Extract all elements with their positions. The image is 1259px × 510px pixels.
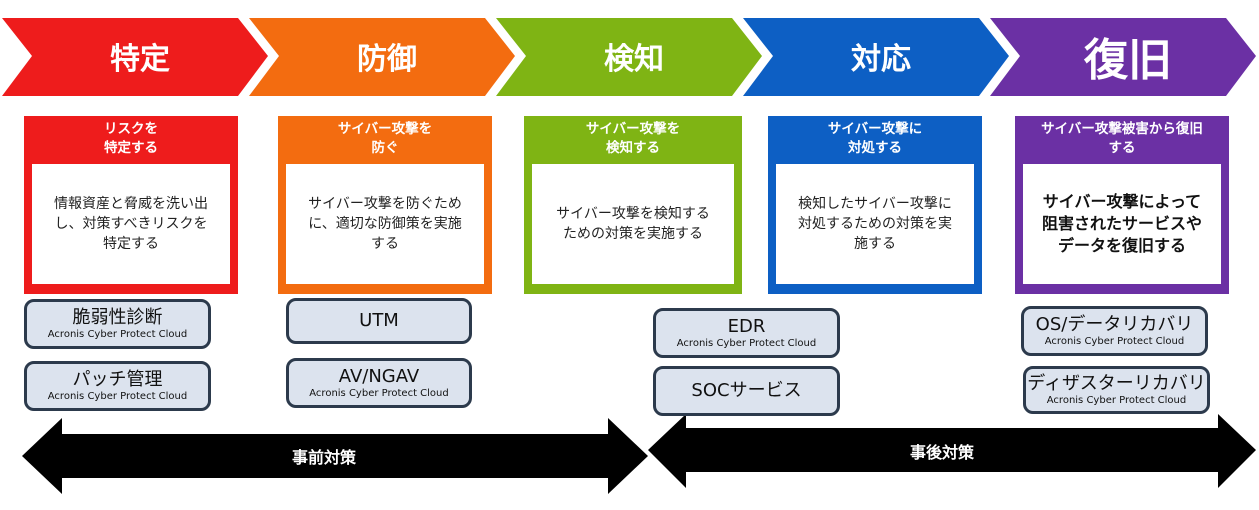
solution-os-data-recovery: OS/データリカバリ Acronis Cyber Protect Cloud: [1021, 306, 1208, 356]
card-respond: サイバー攻撃に 対処する 検知したサイバー攻撃に 対処するための対策を実 施する: [768, 116, 982, 294]
post-measures-arrow: [648, 414, 1256, 488]
card-identify: リスクを 特定する 情報資産と脅威を洗い出 し、対策すべきリスクを 特定する: [24, 116, 238, 294]
card-body: 情報資産と脅威を洗い出 し、対策すべきリスクを 特定する: [32, 164, 230, 284]
chevron-recover: [990, 18, 1256, 96]
card-header: サイバー攻撃に 対処する: [827, 121, 923, 156]
phase-title-respond: 対応: [851, 42, 911, 77]
card-body: サイバー攻撃を検知する ための対策を実施する: [532, 164, 734, 284]
card-header: サイバー攻撃被害から復旧 する: [1041, 121, 1203, 156]
card-protect: サイバー攻撃を 防ぐ サイバー攻撃を防ぐため に、適切な防御策を実施 する: [278, 116, 492, 294]
pre-measures-arrow: [22, 418, 648, 494]
phase-title-protect: 防御: [357, 42, 417, 77]
chevron-detect: [496, 18, 762, 96]
chevron-protect: [249, 18, 515, 96]
card-header: サイバー攻撃を 防ぐ: [337, 121, 433, 156]
solution-edr: EDR Acronis Cyber Protect Cloud: [653, 308, 840, 358]
pre-measures-label: 事前対策: [292, 448, 357, 467]
solution-utm: UTM: [286, 298, 472, 344]
card-recover: サイバー攻撃被害から復旧 する サイバー攻撃によって 阻害されたサービスや デー…: [1015, 116, 1229, 294]
solution-patch-management: パッチ管理 Acronis Cyber Protect Cloud: [24, 361, 211, 411]
phase-title-recover: 復旧: [1084, 35, 1172, 86]
card-body: サイバー攻撃を防ぐため に、適切な防御策を実施 する: [286, 164, 484, 284]
solution-disaster-recovery: ディザスターリカバリ Acronis Cyber Protect Cloud: [1023, 366, 1210, 414]
card-body: サイバー攻撃によって 阻害されたサービスや データを復旧する: [1023, 164, 1221, 284]
phase-title-detect: 検知: [604, 42, 664, 77]
chevron-respond: [743, 18, 1009, 96]
phase-title-identify: 特定: [110, 42, 170, 77]
solution-vulnerability-assessment: 脆弱性診断 Acronis Cyber Protect Cloud: [24, 299, 211, 349]
solution-av-ngav: AV/NGAV Acronis Cyber Protect Cloud: [286, 358, 472, 408]
post-measures-label: 事後対策: [910, 443, 975, 462]
card-header: サイバー攻撃を 検知する: [585, 121, 681, 156]
card-detect: サイバー攻撃を 検知する サイバー攻撃を検知する ための対策を実施する: [524, 116, 742, 294]
chevron-identify: [2, 18, 268, 96]
card-header: リスクを 特定する: [104, 121, 158, 156]
solution-soc-service: SOCサービス: [653, 366, 840, 416]
card-body: 検知したサイバー攻撃に 対処するための対策を実 施する: [776, 164, 974, 284]
